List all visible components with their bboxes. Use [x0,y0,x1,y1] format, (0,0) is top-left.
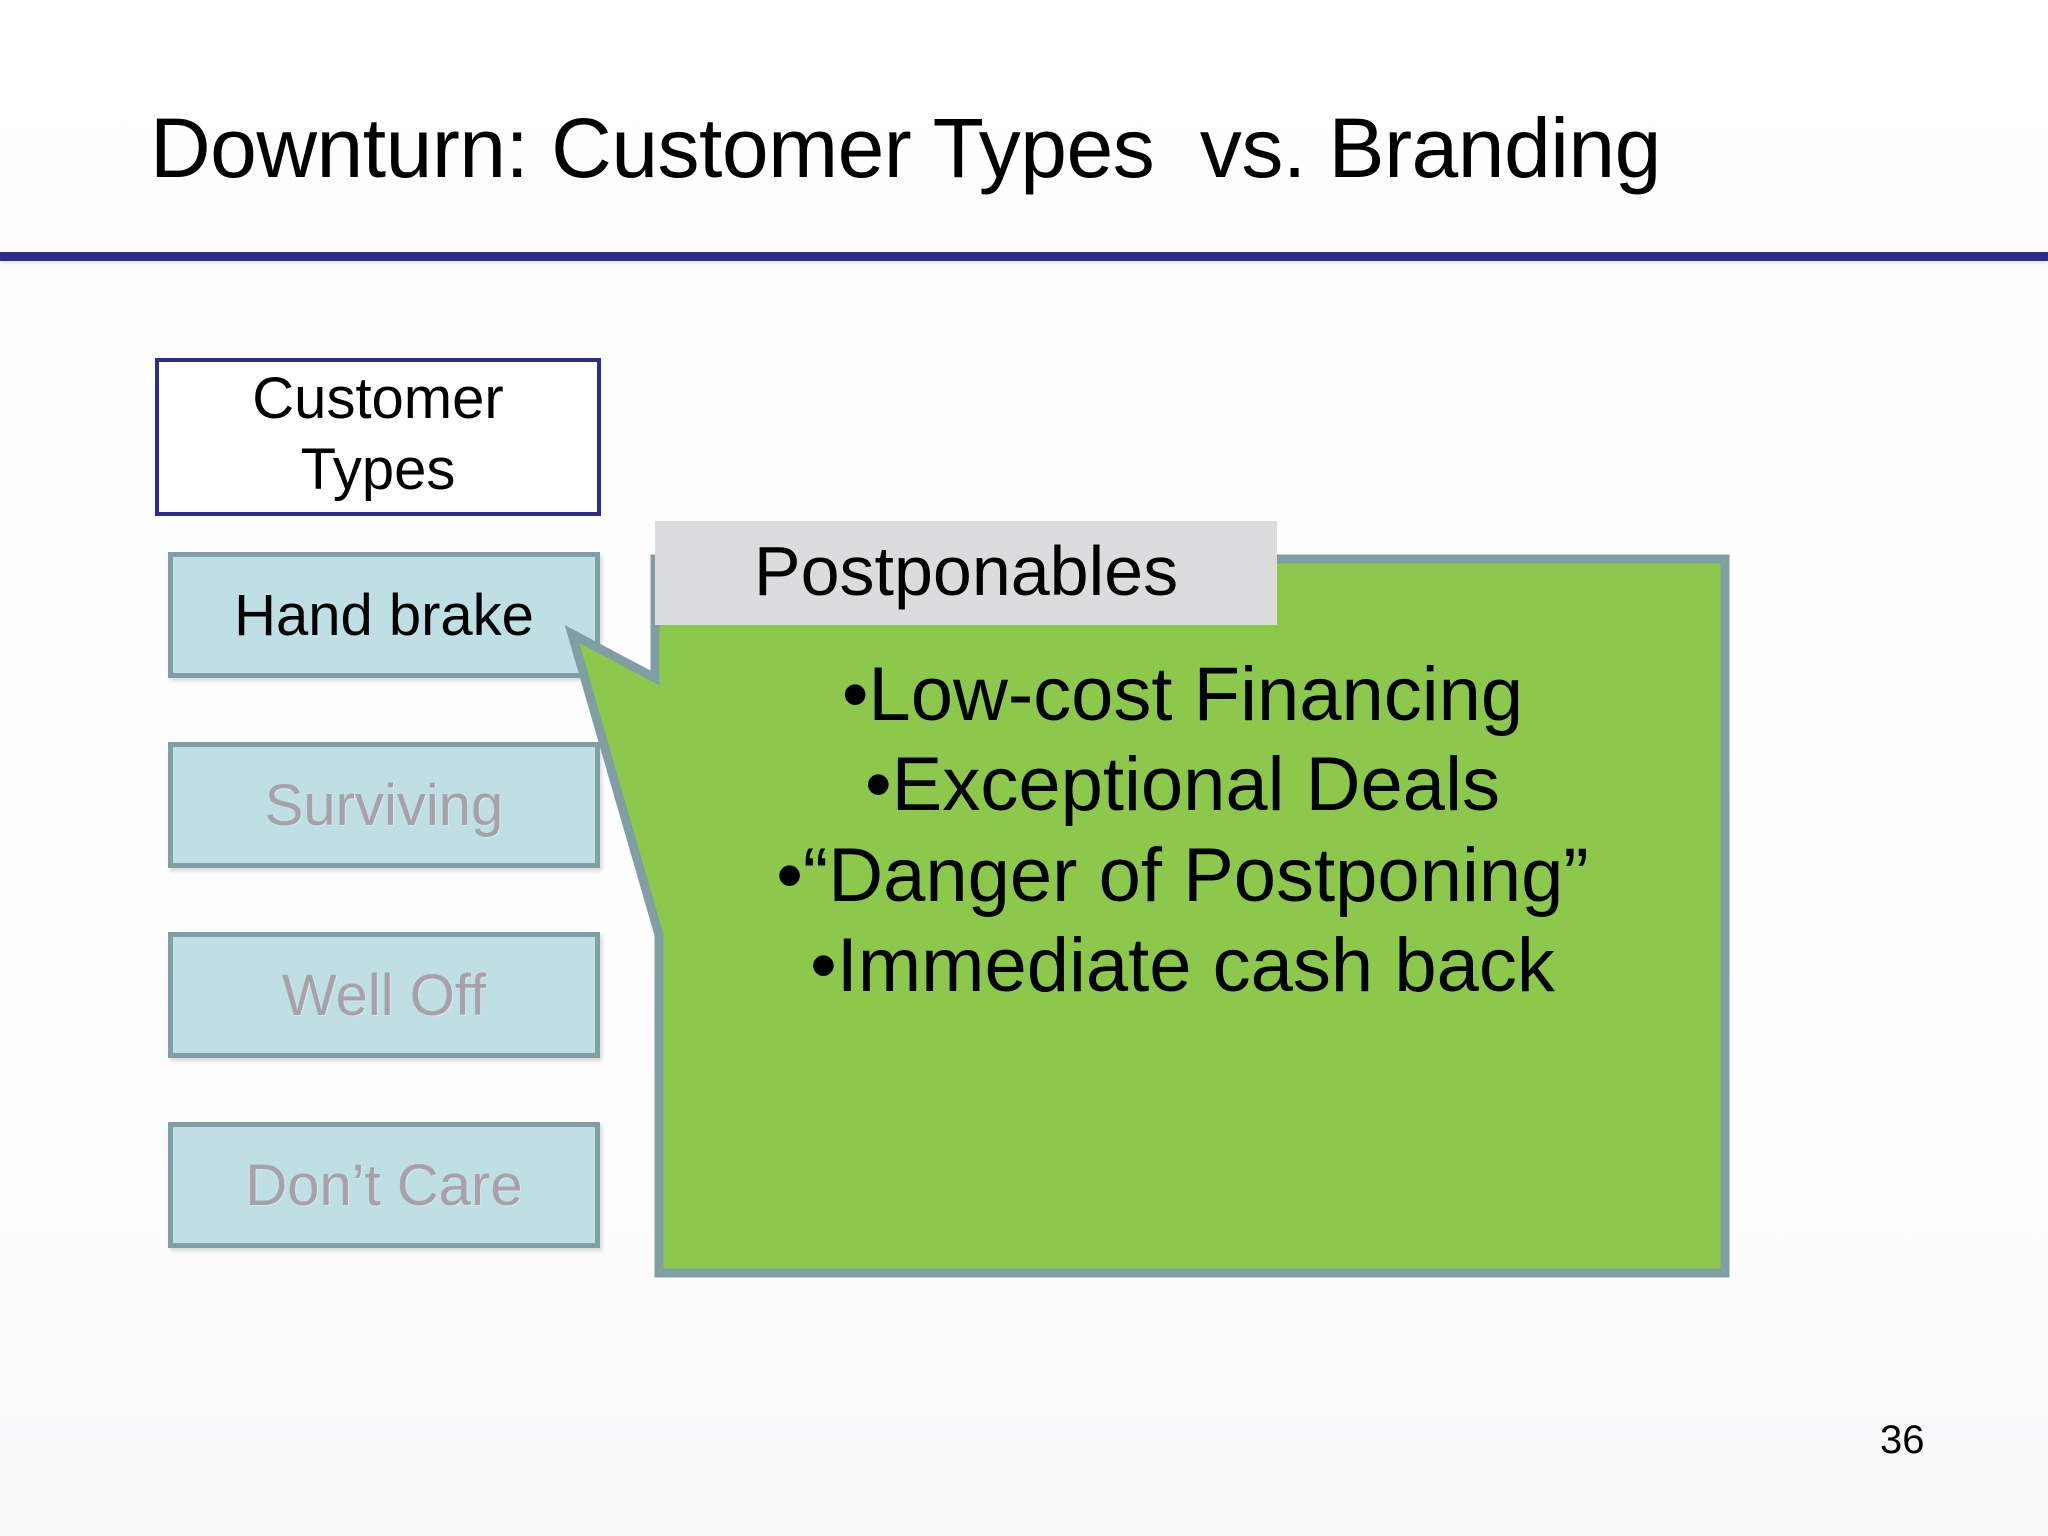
page-title: Downturn: Customer Types vs. Branding [150,101,1661,195]
customer-type-dont-care[interactable]: Don’t Care [168,1122,600,1248]
list-item: •Immediate cash back [660,921,1705,1011]
customer-type-label: Hand brake [234,582,534,648]
bullet-icon: • [865,742,892,828]
list-item-label: Low-cost Financing [868,652,1524,737]
bullet-icon: • [841,652,869,737]
customer-types-box [155,358,601,516]
list-item-label: Immediate cash back [836,923,1555,1009]
bullet-icon: • [810,923,837,1009]
list-item: •Low-cost Financing [660,650,1705,740]
customer-type-label: Surviving [264,772,504,838]
customer-type-surviving[interactable]: Surviving [168,742,600,868]
list-item-label: Exceptional Deals [891,742,1500,828]
callout-bullet-list: •Low-cost Financing •Exceptional Deals •… [660,650,1705,1012]
customer-type-label: Don’t Care [245,1152,523,1218]
bullet-icon: • [776,832,803,918]
customer-type-hand-brake[interactable]: Hand brake [168,552,600,678]
postponables-callout-shape [560,545,1730,1280]
callout-polygon [564,554,1730,1278]
customer-type-well-off[interactable]: Well Off [168,932,600,1058]
postponables-header-box [655,521,1277,625]
callout-svg [564,554,1730,1278]
title-divider [0,252,2048,261]
list-item: •Exceptional Deals [660,740,1705,830]
list-item-label: “Danger of Postponing” [802,832,1589,918]
customer-type-label: Well Off [281,962,487,1028]
page-number: 36 [1880,1418,1925,1462]
customer-types-label: Customer Types [252,366,504,502]
list-item: •“Danger of Postponing” [660,831,1705,921]
postponables-header-label: Postponables [753,532,1179,610]
